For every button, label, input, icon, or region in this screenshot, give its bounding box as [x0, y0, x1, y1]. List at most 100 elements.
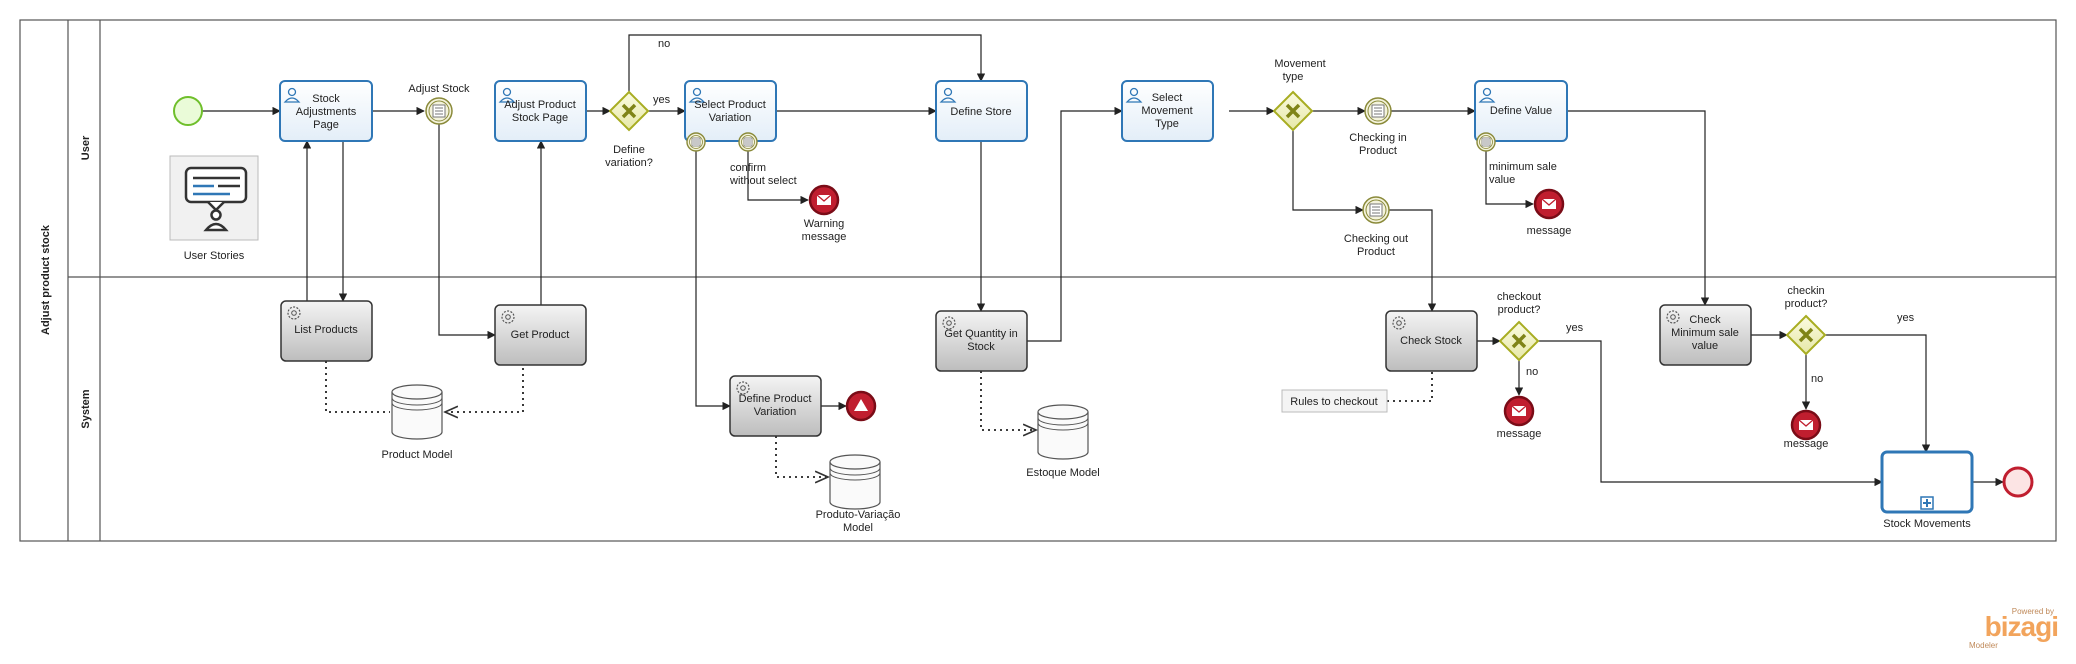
task-define-value[interactable]: Define Value: [1474, 80, 1568, 142]
end-event-message-checkin[interactable]: message: [1784, 409, 1829, 450]
task-label: Get Quantity in: [944, 328, 1017, 340]
gateway-label: Movement: [1274, 58, 1325, 70]
event-label: Adjust Stock: [408, 83, 470, 95]
task-label: Select Product: [694, 99, 766, 111]
associations: [325, 361, 1433, 477]
svg-text:message: message: [1497, 428, 1542, 440]
task-label: Type: [1155, 118, 1179, 130]
user-icon: [498, 87, 516, 103]
x-icon: [1798, 327, 1814, 343]
end-event-message-checkout[interactable]: message: [1497, 395, 1542, 440]
event-label: Warning: [804, 218, 845, 230]
data-store-product-model[interactable]: Product Model: [382, 384, 453, 461]
event-label: Checking out: [1344, 233, 1408, 245]
subprocess-stock-movements[interactable]: Stock Movements: [1880, 450, 1974, 530]
flow-confirm-to-warning: [747, 142, 809, 205]
gateway-label: product?: [1785, 298, 1828, 310]
boundary-event-define-variation[interactable]: [686, 132, 706, 152]
bizagi-branding: Powered by bizagi Modeler: [1969, 607, 2059, 650]
svg-text:List Products: List Products: [294, 324, 358, 336]
task-label: Get Product: [511, 329, 570, 341]
lane-label-system: System: [80, 389, 92, 428]
task-label: Movement: [1141, 105, 1192, 117]
annotation-rules-to-checkout[interactable]: Rules to checkout: [1281, 389, 1388, 413]
envelope-icon: [1541, 198, 1557, 209]
task-get-product[interactable]: Get Product: [494, 304, 587, 366]
assoc-product-model-get-product: [445, 365, 524, 412]
user-story-icon: [184, 166, 248, 232]
data-store-label: Model: [843, 522, 873, 534]
gateway-label: Define: [613, 144, 645, 156]
end-event-escalation[interactable]: [845, 390, 877, 422]
start-event[interactable]: [173, 96, 203, 126]
event-label: message: [1497, 428, 1542, 440]
task-label: Minimum sale: [1671, 327, 1739, 339]
x-icon: [621, 103, 637, 119]
svg-text:message: message: [1784, 438, 1829, 450]
task-label: value: [1692, 340, 1718, 352]
task-label: List Products: [294, 324, 358, 336]
data-store-label: Estoque Model: [1026, 467, 1099, 479]
event-label: minimum sale: [1489, 161, 1557, 173]
x-icon: [1285, 103, 1301, 119]
svg-text:Adjust Stock: Adjust Stock: [408, 83, 470, 95]
user-icon: [939, 87, 957, 103]
data-store-estoque-model[interactable]: Estoque Model: [1026, 404, 1100, 479]
flow-gateway-no-to-define-store: [628, 34, 986, 92]
list-icon: [691, 137, 701, 147]
task-check-stock[interactable]: Check Stock: [1385, 310, 1478, 372]
flow-label-yes: yes: [1566, 322, 1584, 334]
task-label: Stock Page: [512, 112, 568, 124]
x-icon: [1511, 333, 1527, 349]
flow-define-value-to-check-minimum: [1567, 110, 1710, 306]
event-label: Product: [1357, 246, 1395, 258]
event-label: confirm: [730, 162, 766, 174]
gateway-label: type: [1283, 71, 1304, 83]
task-label: Page: [313, 119, 339, 131]
assoc-get-quantity-estoque: [980, 371, 1036, 430]
flow-label-yes: yes: [1897, 312, 1915, 324]
flow-labels: no yes no yes no yes: [653, 38, 1915, 385]
envelope-icon: [816, 194, 832, 205]
event-adjust-stock[interactable]: Adjust Stock: [408, 83, 470, 125]
end-event-message-value[interactable]: message: [1527, 188, 1572, 237]
user-icon: [688, 87, 706, 103]
svg-text:Get Product: Get Product: [511, 329, 570, 341]
event-label: message: [1527, 225, 1572, 237]
svg-text:message: message: [1527, 225, 1572, 237]
artifact-user-stories[interactable]: User Stories: [169, 155, 259, 262]
task-define-store[interactable]: Define Store: [935, 80, 1028, 142]
svg-text:Define Store: Define Store: [950, 106, 1011, 118]
gateway-label: product?: [1498, 304, 1541, 316]
flow-label-no: no: [1811, 373, 1823, 385]
end-event-final[interactable]: [2002, 466, 2034, 498]
powered-by-text: Powered by: [2012, 607, 2054, 616]
task-list-products[interactable]: List Products: [280, 300, 373, 362]
flow-get-quantity-to-select-movement: [1027, 106, 1123, 342]
svg-text:User Stories: User Stories: [184, 250, 245, 262]
task-label: Check Stock: [1400, 335, 1462, 347]
svg-text:Estoque Model: Estoque Model: [1026, 467, 1099, 479]
